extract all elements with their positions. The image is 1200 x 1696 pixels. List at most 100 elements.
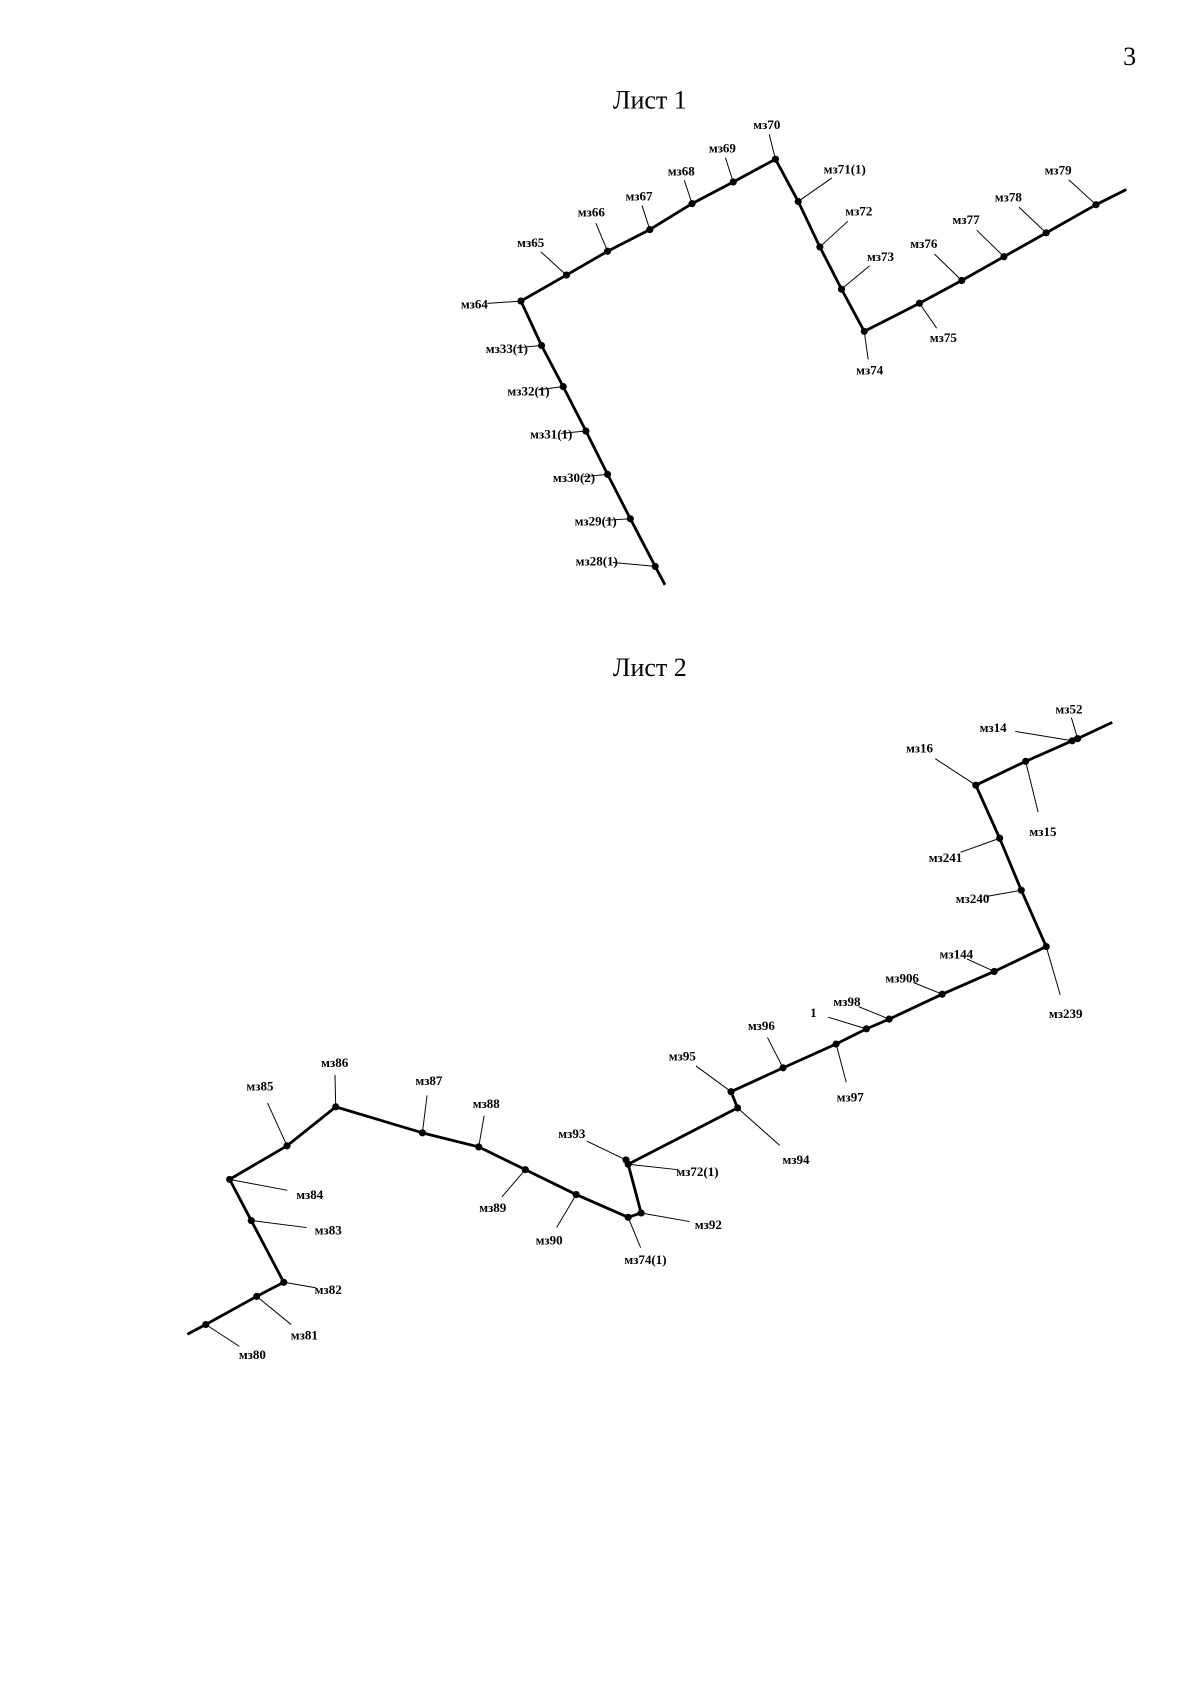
point-label: мз81 <box>291 1328 318 1343</box>
boundary-point-marker <box>958 276 966 285</box>
leader-line <box>540 251 567 276</box>
boundary-point-marker <box>996 834 1004 842</box>
leader-line <box>627 1217 642 1248</box>
point-label: мз14 <box>980 720 1008 735</box>
boundary-point-marker <box>885 1015 893 1023</box>
leader-line <box>628 1163 679 1171</box>
point-label: мз74 <box>856 363 884 378</box>
leader-line <box>986 889 1022 897</box>
leader-line <box>828 1016 867 1030</box>
leader-line <box>251 1220 307 1229</box>
leader-line <box>1045 946 1061 996</box>
boundary-point-marker <box>915 299 924 307</box>
point-label: мз240 <box>956 891 990 906</box>
boundary-point-marker <box>1022 757 1030 765</box>
leader-line <box>334 1074 337 1107</box>
boundary-point-marker <box>816 243 824 251</box>
point-label: мз29(1) <box>575 513 617 528</box>
boundary-point-marker <box>253 1292 261 1300</box>
boundary-point-marker <box>604 247 612 255</box>
point-label: мз75 <box>930 330 958 345</box>
leader-line <box>934 253 963 281</box>
boundary-point-marker <box>1042 942 1050 951</box>
point-label: мз16 <box>906 741 934 756</box>
point-label: мз72 <box>845 204 872 219</box>
leader-line <box>797 177 833 202</box>
leader-line <box>501 1169 526 1198</box>
point-label: мз98 <box>833 994 861 1009</box>
point-label: мз64 <box>461 297 489 312</box>
point-label: мз93 <box>558 1126 586 1141</box>
point-label: мз80 <box>239 1347 266 1362</box>
leader-line <box>767 1037 784 1069</box>
point-label: мз97 <box>837 1089 865 1104</box>
boundary-point-marker <box>572 1190 580 1199</box>
leader-line <box>256 1295 292 1325</box>
boundary-point-marker <box>1092 201 1100 209</box>
boundary-point-marker <box>972 781 980 789</box>
boundary-point-marker <box>771 155 780 163</box>
point-label: мз71(1) <box>824 161 866 176</box>
leader-line <box>641 205 651 230</box>
boundary-point-marker <box>1042 229 1050 237</box>
leader-line <box>487 300 521 304</box>
boundary-point-marker <box>727 1088 735 1096</box>
boundary-point-marker <box>1074 735 1082 743</box>
point-label: мз94 <box>783 1152 811 1167</box>
leader-line <box>960 837 1000 853</box>
point-label: мз15 <box>1029 824 1057 839</box>
boundary-point-marker <box>332 1103 340 1111</box>
boundary-point-marker <box>562 271 571 279</box>
point-label: мз52 <box>1055 702 1082 717</box>
boundary-point-marker <box>559 383 567 391</box>
leader-line <box>538 386 564 391</box>
point-label: мз69 <box>709 141 737 156</box>
point-label: мз90 <box>536 1232 563 1247</box>
boundary-point-marker <box>837 285 846 293</box>
boundary-point-marker <box>582 427 590 435</box>
point-label: мз86 <box>321 1055 349 1070</box>
leader-line <box>613 562 656 567</box>
leader-line <box>205 1324 240 1347</box>
leader-line <box>976 229 1005 258</box>
leader-line <box>267 1102 288 1147</box>
point-label: мз70 <box>753 117 780 132</box>
leader-line <box>478 1115 485 1147</box>
point-label: 1 <box>810 1005 817 1020</box>
point-label: мз96 <box>748 1018 776 1033</box>
leader-line <box>683 180 693 204</box>
leader-line <box>283 1281 316 1289</box>
point-label: мз32(1) <box>507 383 549 398</box>
boundary-point-marker <box>938 990 946 998</box>
boundary-point-marker <box>280 1278 288 1286</box>
point-label: мз77 <box>953 212 981 227</box>
boundary-point-marker <box>729 178 737 186</box>
leader-line <box>966 958 995 972</box>
point-label: мз144 <box>940 946 974 961</box>
leader-line <box>737 1107 780 1146</box>
point-label: мз83 <box>315 1223 343 1238</box>
leader-line <box>841 265 870 290</box>
point-label: мз241 <box>929 850 963 865</box>
boundary-point-marker <box>651 562 659 570</box>
leader-line <box>1068 179 1097 206</box>
sheet-2-title: Лист 2 <box>613 653 687 682</box>
boundary-point-marker <box>622 1156 630 1164</box>
leader-line <box>835 1043 847 1083</box>
point-label: мз30(2) <box>553 470 595 485</box>
leader-line <box>934 758 977 786</box>
point-label: мз88 <box>473 1096 501 1111</box>
leader-line <box>1070 717 1079 739</box>
leader-line <box>516 344 542 349</box>
point-label: мз906 <box>885 970 919 985</box>
boundary-point-marker <box>990 967 998 976</box>
point-label: мз72(1) <box>676 1164 718 1179</box>
leader-line <box>858 1006 890 1020</box>
boundary-point-marker <box>624 1213 632 1221</box>
leader-line <box>819 220 849 248</box>
boundary-point-marker <box>862 1025 870 1033</box>
point-label: мз74(1) <box>624 1252 666 1267</box>
boundary-point-marker <box>1017 886 1025 894</box>
leader-line <box>229 1178 288 1191</box>
